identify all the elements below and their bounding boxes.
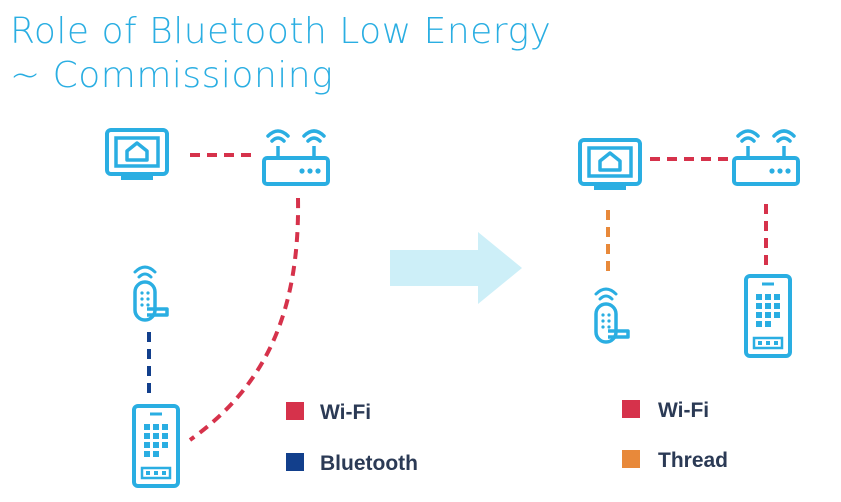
legend-label-wifi: Wi-Fi bbox=[320, 401, 371, 424]
phone-icon bbox=[132, 404, 180, 488]
title-line-2: ~ Commissioning bbox=[10, 55, 334, 96]
smart-lock-icon bbox=[133, 265, 169, 322]
legend-swatch-bluetooth bbox=[286, 453, 304, 471]
legend-swatch-wifi bbox=[286, 402, 304, 420]
title-line-1: Role of Bluetooth Low Energy bbox=[10, 11, 552, 52]
router-icon bbox=[732, 129, 800, 186]
legend-left: Wi-Fi Bluetooth bbox=[286, 401, 418, 475]
legend-label-wifi: Wi-Fi bbox=[658, 399, 709, 422]
smart-lock-icon bbox=[594, 287, 630, 344]
transition-arrow bbox=[390, 232, 522, 304]
slide-title: Role of Bluetooth Low Energy ~ Commissio… bbox=[10, 10, 551, 98]
hub-icon bbox=[105, 128, 169, 182]
hub-icon bbox=[578, 138, 642, 192]
phone-icon bbox=[744, 274, 792, 358]
legend-right: Wi-Fi Thread bbox=[622, 399, 728, 472]
legend-swatch-thread bbox=[622, 450, 640, 468]
router-icon bbox=[262, 129, 330, 186]
legend-label-bluetooth: Bluetooth bbox=[320, 452, 418, 475]
legend-label-thread: Thread bbox=[658, 449, 728, 472]
legend-swatch-wifi bbox=[622, 400, 640, 418]
wifi-link-router-phone bbox=[188, 197, 301, 442]
